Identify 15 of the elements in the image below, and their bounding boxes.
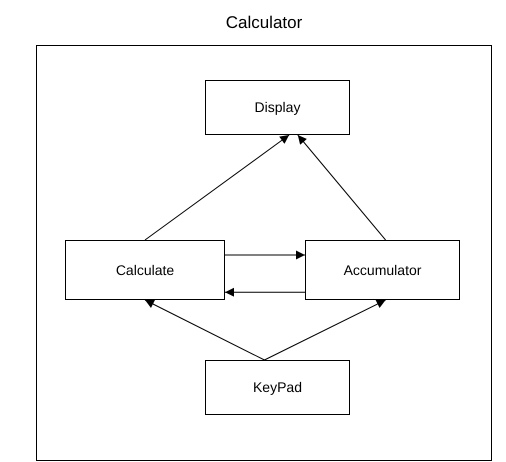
component-label: Display [254,98,300,117]
arrow [144,134,290,240]
component-box [205,360,350,415]
component-label: KeyPad [252,378,302,397]
component-box [305,240,460,300]
component-box [65,240,225,300]
component-box [205,80,350,135]
component-label: Calculate [116,260,174,280]
arrow [264,300,386,360]
arrow [224,250,306,260]
arrow [224,288,306,297]
container-title: Calculator [224,12,304,34]
arrow [297,134,386,240]
component-label: Accumulator [344,260,422,280]
arrow [144,300,265,360]
